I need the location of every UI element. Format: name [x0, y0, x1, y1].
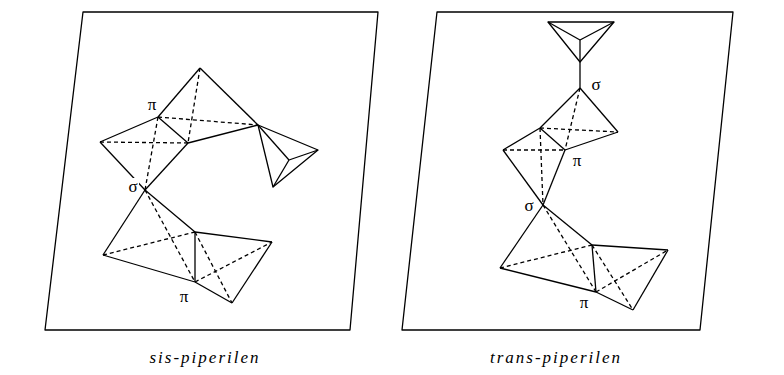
bond-label: σ — [523, 197, 534, 214]
plane-panel — [402, 12, 733, 330]
caption-label: sis-piperilen — [150, 349, 261, 366]
tetrahedron-pair — [103, 190, 272, 303]
tetrahedron-pair — [100, 68, 258, 190]
methyl-tetrahedron — [258, 125, 318, 187]
bond-label: π — [572, 152, 583, 169]
bond-label: π — [147, 96, 158, 113]
methyl-tetrahedron — [548, 22, 614, 88]
bond-label: σ — [590, 76, 601, 93]
bond-label: π — [579, 294, 590, 311]
caption-label: trans-piperilen — [490, 349, 622, 366]
plane-panel — [45, 12, 378, 330]
tetrahedron-pair — [503, 88, 618, 205]
tetrahedron-pair — [500, 205, 668, 310]
bond-label: σ — [127, 178, 138, 195]
bond-label: π — [179, 288, 190, 305]
